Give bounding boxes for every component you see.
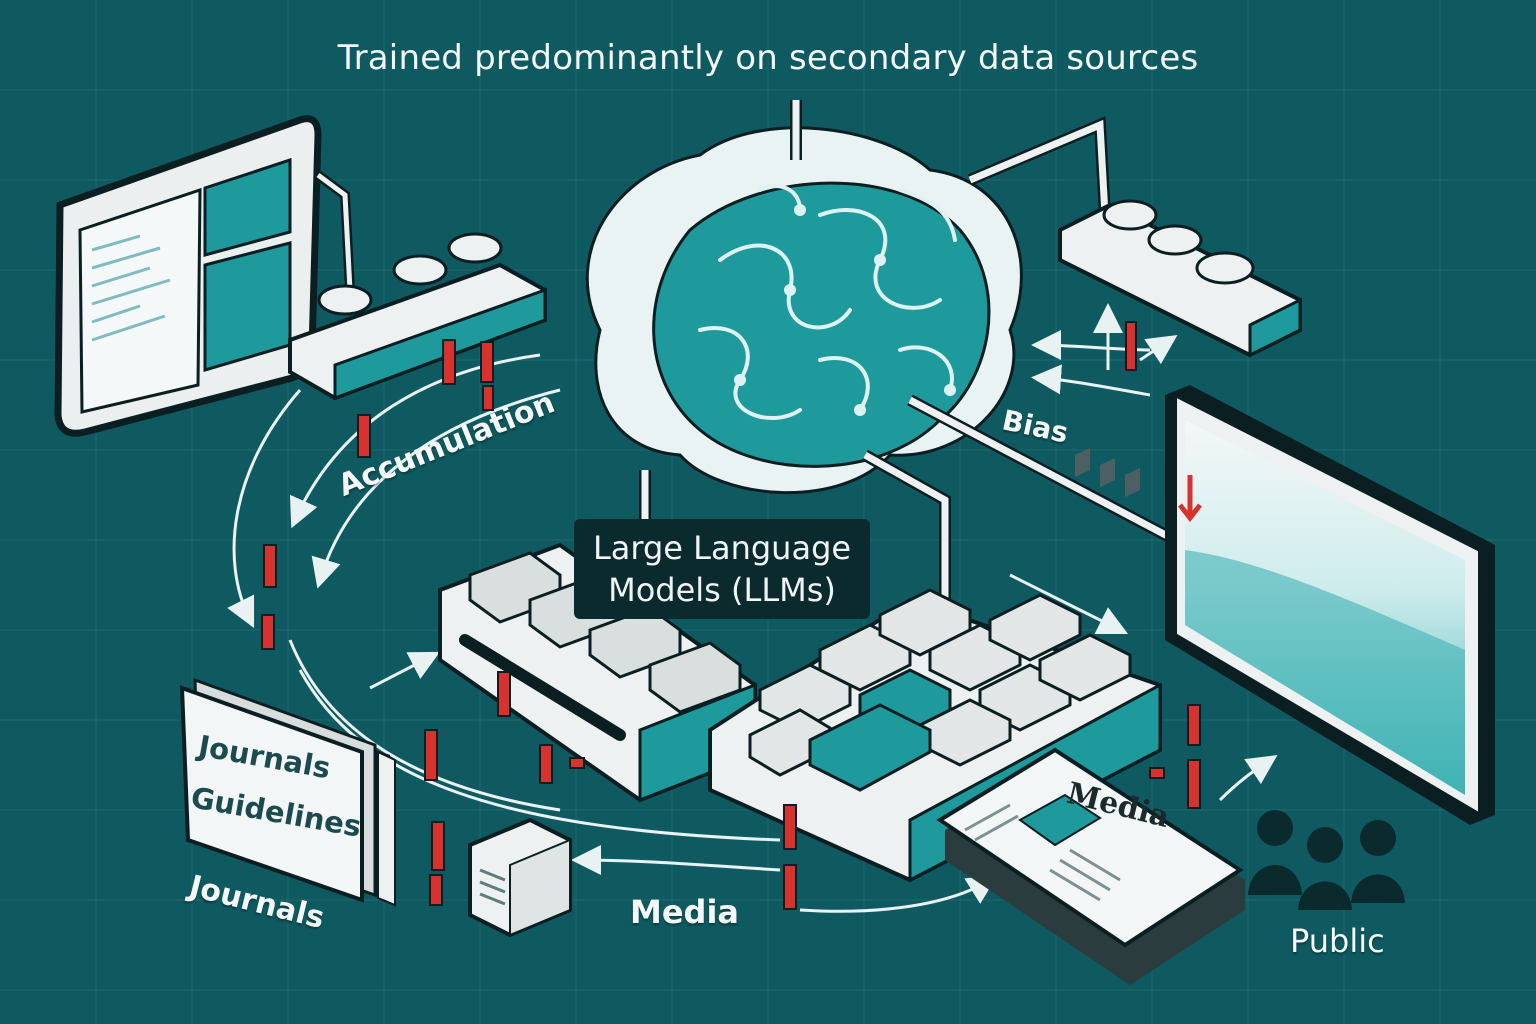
right-rail-block	[1058, 199, 1302, 358]
newspaper	[936, 747, 1245, 985]
flow-arrow-lower-mid	[298, 669, 781, 842]
flow-arrow-left-outer	[227, 389, 302, 629]
flow-arrow-media-right	[799, 875, 998, 913]
books-stack	[179, 677, 396, 907]
flow-arrow-diag	[369, 651, 440, 690]
llm-label-box: Large Language Models (LLMs)	[574, 519, 870, 619]
media-flow-label: Media	[630, 893, 740, 931]
llm-label-line-1: Large Language	[592, 529, 852, 567]
left-rail-block	[288, 232, 547, 401]
tablet-device	[54, 115, 355, 437]
public-label: Public	[1290, 922, 1385, 960]
flow-arrow-to-screen	[1009, 573, 1129, 635]
brain-illustration	[585, 100, 1023, 530]
llm-label-line-2: Models (LLMs)	[608, 571, 836, 609]
red-markers	[261, 321, 1201, 910]
flow-arrow-public	[1218, 755, 1278, 802]
flow-arrow-up-right	[1139, 335, 1178, 365]
flow-arrow-left-inner	[311, 388, 561, 589]
monitor	[1075, 385, 1495, 825]
public-silhouettes	[1248, 810, 1405, 910]
flow-arrow-right-mid	[1031, 364, 1151, 397]
brain-pipes	[862, 116, 1178, 605]
flow-arrow-media-left	[571, 845, 781, 876]
flow-arrows	[227, 303, 1278, 913]
document-box	[468, 817, 572, 938]
flow-arrow-lower-left	[288, 639, 561, 812]
flow-arrow-left-mid	[289, 353, 541, 529]
flow-arrow-right-top	[1031, 330, 1151, 361]
diagram-title: Trained predominantly on secondary data …	[337, 38, 1199, 78]
